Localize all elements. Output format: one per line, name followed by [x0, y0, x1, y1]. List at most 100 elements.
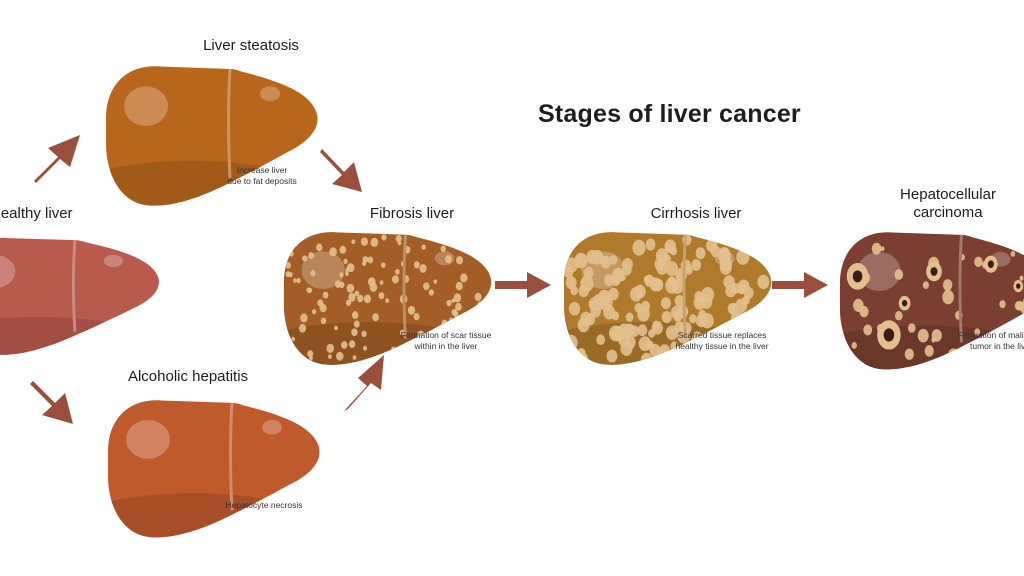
scar-spot: [576, 349, 586, 361]
scar-spot: [298, 323, 307, 333]
scar-spot: [580, 311, 592, 326]
scar-spot: [662, 254, 671, 264]
scar-spot: [306, 287, 312, 294]
scar-spot: [640, 300, 651, 313]
carcinoma-label: Hepatocellular carcinoma: [878, 186, 1018, 222]
scar-spot: [451, 298, 456, 303]
scar-spot: [446, 299, 452, 307]
healthy-liver-label: Healthy liver: [0, 205, 73, 222]
cirrhosis-label: Cirrhosis liver: [650, 205, 742, 222]
scar-spot: [370, 237, 379, 247]
scar-spot: [871, 242, 882, 255]
scar-spot: [351, 328, 358, 337]
tumor-core: [883, 328, 895, 342]
scar-spot: [407, 305, 416, 315]
scar-spot: [609, 325, 623, 342]
scar-spot: [735, 310, 743, 320]
scar-spot: [1010, 250, 1016, 257]
scar-spot: [454, 353, 460, 359]
scar-spot: [307, 350, 314, 358]
fibrosis-note-line-2: within in the liver: [414, 341, 478, 351]
arrow-cirrhosis-to-carcinoma: [772, 272, 828, 298]
scar-spot: [618, 272, 626, 282]
scar-spot: [476, 234, 483, 243]
liver-highlight: [126, 419, 170, 459]
liver-highlight-small: [262, 419, 282, 435]
scar-spot: [640, 352, 653, 365]
scar-spot: [440, 245, 447, 253]
scar-spot: [736, 249, 750, 265]
scar-spot: [694, 291, 704, 303]
scar-spot: [609, 255, 618, 266]
scar-spot: [362, 260, 367, 266]
arrows: [30, 135, 828, 424]
scar-spot: [622, 257, 633, 271]
steatosis-note: Increase liver due to fat deposits: [227, 165, 296, 187]
scar-spot: [339, 245, 347, 254]
scar-spot: [343, 258, 348, 264]
scar-spot: [1019, 275, 1024, 281]
scar-spot: [748, 319, 758, 331]
scar-spot: [695, 247, 706, 260]
scar-spot: [701, 295, 713, 309]
carcinoma-note-line-1: Formation of malignant: [958, 330, 1024, 340]
scar-spot: [413, 312, 420, 321]
scar-spot: [289, 346, 296, 354]
scar-spot: [357, 294, 364, 303]
scar-spot: [395, 269, 400, 275]
scar-spot: [289, 251, 294, 257]
scar-spot: [474, 292, 482, 302]
scar-spot: [629, 286, 643, 302]
scar-spot: [445, 255, 452, 264]
scar-spot: [346, 263, 355, 273]
scar-spot: [316, 243, 323, 252]
scar-spot: [296, 278, 301, 284]
lobe-divider: [229, 402, 234, 511]
scar-spot: [717, 247, 731, 263]
liver-highlight: [124, 86, 168, 126]
scar-spot: [413, 261, 420, 269]
scar-spot: [942, 279, 953, 291]
hepatitis-note: Hepatocyte necrosis: [225, 500, 302, 511]
fibrosis-label: Fibrosis liver: [369, 205, 455, 222]
scar-spot: [680, 351, 690, 363]
scar-spot: [667, 276, 677, 287]
scar-spot: [583, 266, 594, 279]
scar-spot: [380, 262, 386, 268]
scar-spot: [302, 255, 308, 262]
scar-spot: [894, 311, 903, 321]
scar-spot: [931, 337, 936, 343]
scar-spot: [385, 298, 390, 303]
arrow-healthy-to-hepatitis: [30, 381, 73, 424]
scar-spot: [578, 284, 589, 298]
steatosis-label: Liver steatosis: [203, 37, 299, 54]
scar-spot: [657, 348, 668, 361]
scar-spot: [563, 266, 574, 279]
steatosis-note-line-2: due to fat deposits: [227, 176, 297, 186]
scar-spot: [894, 269, 904, 280]
scar-spot: [341, 341, 348, 349]
scar-spot: [651, 320, 663, 335]
scar-spot: [308, 252, 314, 259]
scar-spot: [348, 292, 356, 302]
scar-spot: [692, 353, 703, 365]
scar-spot: [351, 311, 359, 319]
scar-spot: [604, 274, 614, 286]
scar-spot: [311, 309, 317, 315]
arrow-hepatitis-to-fibrosis: [344, 355, 384, 411]
scar-spot: [689, 314, 697, 324]
scar-spot: [591, 293, 606, 311]
scar-spot: [354, 290, 360, 297]
scar-spot: [974, 328, 981, 336]
tumor-core: [987, 260, 994, 269]
scar-spot: [327, 354, 332, 359]
tumor-core: [901, 299, 908, 307]
diagram-title: Stages of liver cancer: [538, 100, 801, 128]
scar-spot: [456, 255, 464, 265]
carcinoma-label-line-1: Hepatocellular: [900, 186, 996, 203]
fibrosis-note: Formation of scar tissue within in the l…: [401, 330, 492, 352]
scar-spot: [637, 324, 648, 337]
steatosis-note-line-1: Increase liver: [236, 165, 288, 175]
lobe-divider: [958, 234, 963, 343]
scar-spot: [460, 273, 468, 283]
